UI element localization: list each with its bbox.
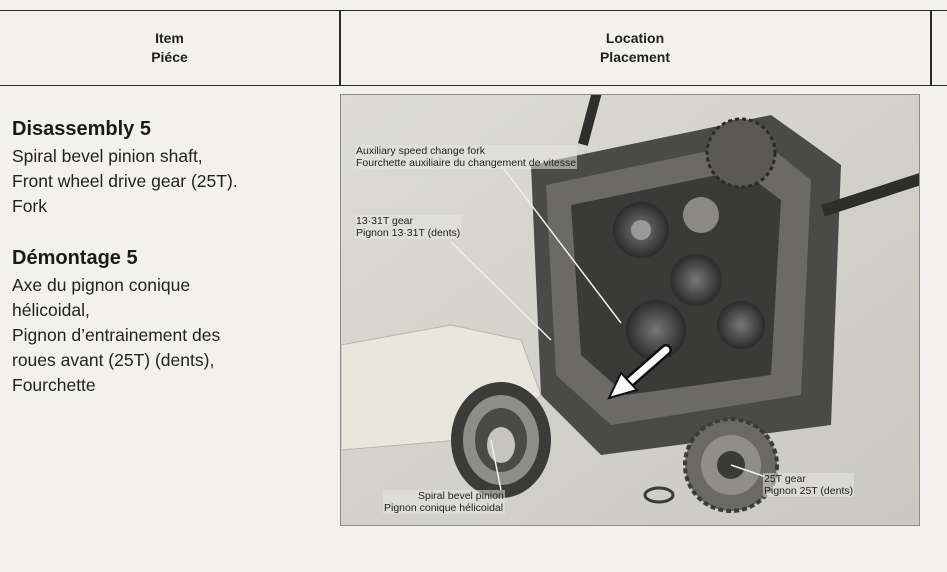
leader-line-25t bbox=[730, 464, 767, 478]
gearbox-illustration bbox=[341, 95, 919, 525]
location-header-en: Location bbox=[605, 30, 665, 46]
leader-line-aux-fork bbox=[500, 164, 622, 324]
column-divider bbox=[930, 11, 932, 85]
leader-line-spiral bbox=[490, 439, 502, 491]
demontage-line: Pignon d’entrainement des bbox=[12, 325, 221, 345]
item-description: Disassembly 5 Spiral bevel pinion shaft,… bbox=[12, 116, 332, 398]
disassembly-text: Spiral bevel pinion shaft, Front wheel d… bbox=[12, 144, 332, 219]
label-spiral-en: Spiral bevel pinion bbox=[418, 490, 504, 502]
label-spiral-bevel-pinion: Spiral bevel pinion Pignon conique hélic… bbox=[383, 490, 505, 514]
location-header-fr: Placement bbox=[599, 49, 671, 65]
disassembly-line: Spiral bevel pinion shaft, bbox=[12, 146, 203, 166]
demontage-text: Axe du pignon conique hélicoidal, Pignon… bbox=[12, 273, 332, 398]
label-aux-fr: Fourchette auxiliaire du changement de v… bbox=[356, 157, 577, 169]
label-25t-en: 25T gear bbox=[764, 473, 806, 485]
internal-gear bbox=[670, 254, 722, 306]
disassembly-line: Front wheel drive gear (25T). bbox=[12, 171, 238, 191]
item-header-fr: Piéce bbox=[151, 49, 188, 65]
demontage-line: hélicoidal, bbox=[12, 300, 90, 320]
disassembly-line: Fork bbox=[12, 196, 47, 216]
gearbox-photo: Auxiliary speed change fork Fourchette a… bbox=[340, 94, 920, 526]
leader-line-1331 bbox=[450, 241, 552, 341]
arrow-direction-icon bbox=[607, 344, 672, 400]
item-header-en: Item bbox=[155, 30, 184, 46]
internal-gear bbox=[626, 300, 686, 360]
location-column-header: Location Placement bbox=[340, 11, 930, 85]
label-1331-en: 13·31T gear bbox=[356, 215, 414, 227]
demontage-line: Axe du pignon conique bbox=[12, 275, 191, 295]
demontage-title: Démontage 5 bbox=[12, 247, 138, 269]
label-25t-fr: Pignon 25T (dents) bbox=[764, 485, 854, 497]
disassembly-title: Disassembly 5 bbox=[12, 118, 151, 140]
item-column-header: Item Piéce bbox=[0, 11, 339, 85]
table-header: Item Piéce Location Placement bbox=[0, 10, 947, 86]
label-aux-en: Auxiliary speed change fork bbox=[356, 145, 485, 157]
label-25t-gear: 25T gear Pignon 25T (dents) bbox=[763, 473, 855, 497]
column-divider bbox=[339, 11, 341, 85]
label-1331t-gear: 13·31T gear Pignon 13·31T (dents) bbox=[355, 215, 462, 239]
ring bbox=[643, 486, 675, 504]
demontage-line: roues avant (25T) (dents), bbox=[12, 350, 215, 370]
label-1331-fr: Pignon 13·31T (dents) bbox=[356, 227, 461, 239]
label-spiral-fr: Pignon conique hélicoidal bbox=[384, 502, 504, 514]
top-gear bbox=[705, 117, 777, 189]
label-aux-speed-change-fork: Auxiliary speed change fork Fourchette a… bbox=[355, 145, 578, 169]
demontage-line: Fourchette bbox=[12, 375, 96, 395]
internal-gear bbox=[717, 301, 765, 349]
